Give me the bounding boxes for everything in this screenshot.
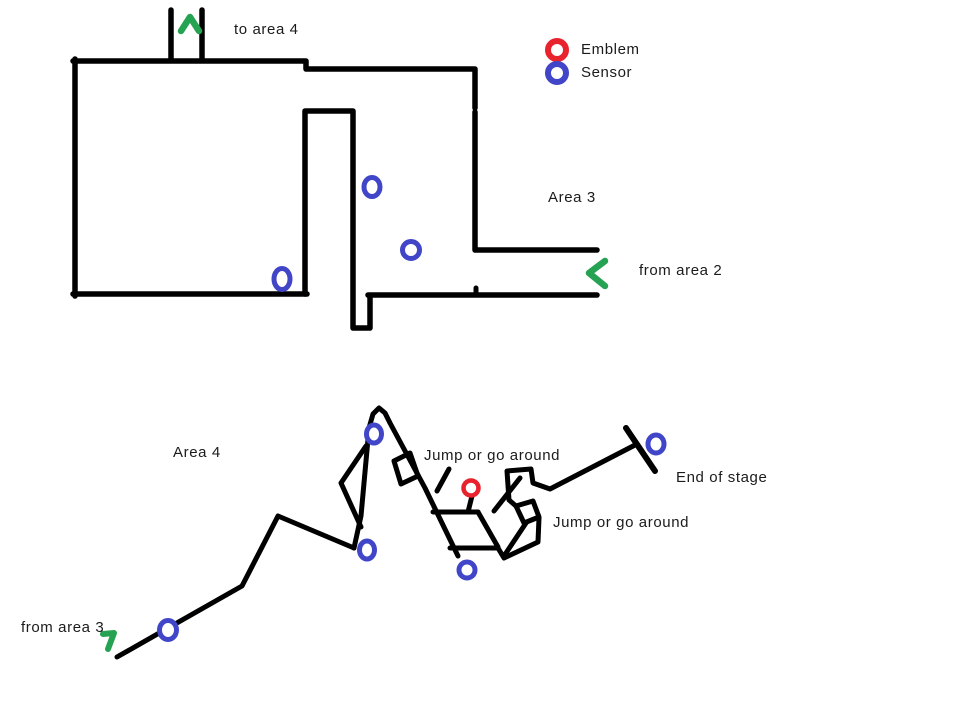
area4-box-right: [475, 509, 501, 550]
area3-inner-wall: [302, 108, 373, 331]
sensor-marker: [645, 432, 667, 456]
area4-stub: [434, 466, 452, 494]
area4-square-obstacle-1: [391, 450, 421, 487]
label-area-3: Area 3: [548, 189, 596, 206]
sensor-marker: [400, 239, 422, 261]
area4-emblem-stem: [465, 493, 475, 515]
arrow-from-area2: [585, 257, 609, 290]
area4-path-start: [114, 513, 357, 660]
arrow-to-area4: [177, 13, 203, 35]
label-from-area-3: from area 3: [21, 619, 105, 636]
sensor-marker: [157, 618, 179, 642]
label-end-of-stage: End of stage: [676, 469, 768, 486]
area4-side-loop: [338, 443, 369, 530]
area4-square-obstacle-2: [513, 498, 542, 526]
area4-right-descent: [501, 520, 529, 559]
label-area-4: Area 4: [173, 444, 221, 461]
sensor-marker: [357, 538, 377, 562]
area4-stairs-to-end: [504, 441, 640, 509]
emblem-marker: [461, 478, 481, 498]
arrow-from-area3: [100, 630, 117, 652]
sensor-marker: [271, 266, 293, 292]
legend-emblem-icon: [545, 38, 569, 62]
label-jump-or-go-around-1: Jump or go around: [424, 447, 561, 464]
legend-sensor-icon: [545, 61, 569, 85]
area4-right-bottom: [495, 515, 542, 561]
label-jump-or-go-around-2: Jump or go around: [553, 514, 690, 531]
legend-label-sensor: Sensor: [581, 64, 633, 81]
area4-end-bar: [623, 425, 658, 474]
sensor-marker: [361, 175, 383, 199]
sensor-marker: [456, 559, 478, 581]
area4-bridge: [491, 475, 523, 514]
label-from-area-2: from area 2: [639, 262, 723, 279]
area3-right-wall: [472, 109, 600, 253]
label-to-area-4: to area 4: [234, 21, 299, 38]
area3-top-wall: [70, 58, 478, 111]
sensor-marker: [364, 422, 384, 446]
legend-label-emblem: Emblem: [581, 41, 640, 58]
